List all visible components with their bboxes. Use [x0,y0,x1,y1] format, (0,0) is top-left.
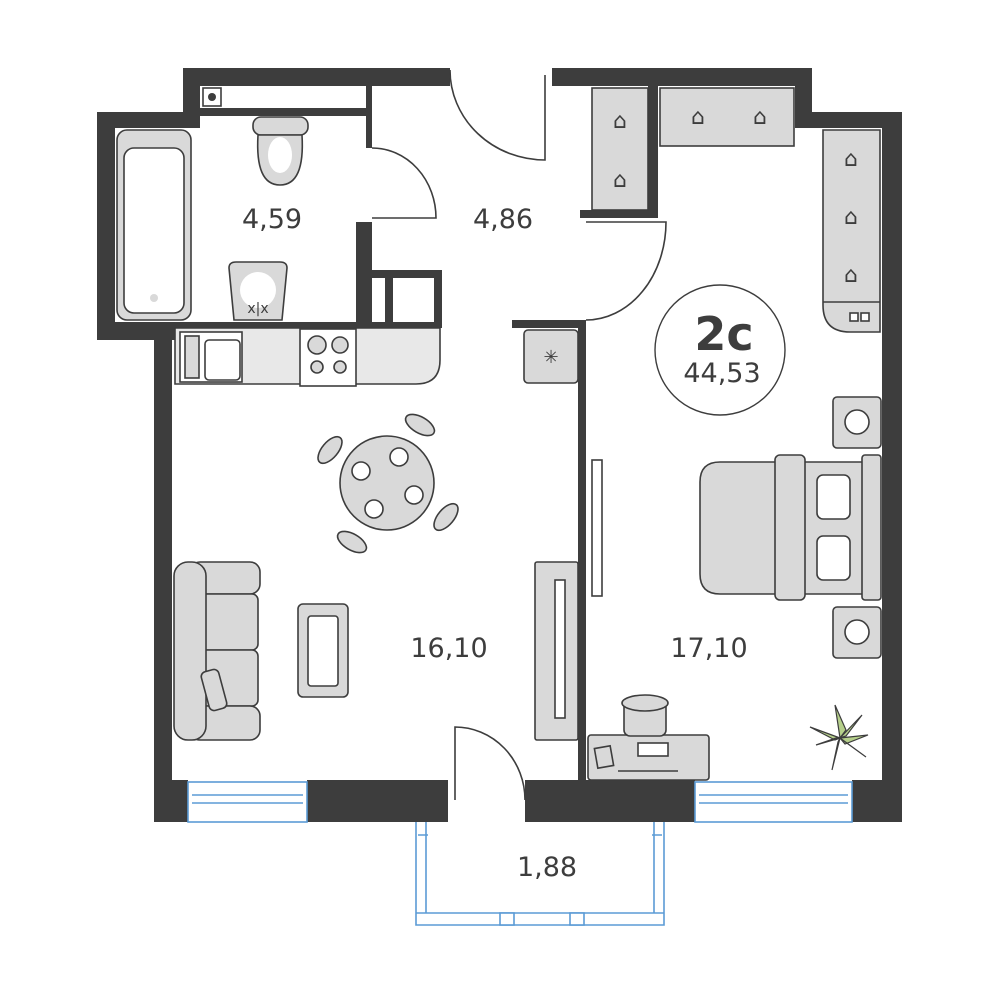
living-furniture [173,561,579,741]
apartment-badge: 2c 44,53 [654,284,786,416]
svg-text:✳: ✳ [543,347,558,368]
svg-text:x|x: x|x [247,301,268,317]
svg-text:⌂: ⌂ [691,105,705,130]
svg-text:⌂: ⌂ [844,263,858,288]
bedroom-furniture [587,396,882,781]
balcony [415,822,665,926]
plant-icon [809,704,869,771]
svg-text:⌂: ⌂ [613,109,627,134]
kitchen: ✳ [174,327,579,387]
doors[interactable] [371,69,667,801]
apartment-type: 2c [694,307,753,361]
living-area: 16,10 [410,633,487,664]
hallway-area: 4,86 [473,204,533,235]
bedroom-door [585,221,667,321]
svg-text:⌂: ⌂ [844,147,858,172]
bathroom-fixtures: x|x [116,87,309,321]
wardrobes: ⌂ ⌂ ⌂ ⌂ ⌂ ⌂ ⌂ [591,87,881,333]
svg-text:⌂: ⌂ [753,105,767,130]
bathroom-door [371,147,437,219]
windows [187,781,853,823]
entry-door [449,69,546,161]
bedroom-area: 17,10 [670,633,747,664]
walls [97,68,902,822]
balcony-area: 1,88 [517,852,577,883]
svg-text:⌂: ⌂ [844,205,858,230]
svg-text:⌂: ⌂ [613,168,627,193]
total-area: 44,53 [683,358,760,389]
bathroom-area: 4,59 [242,204,302,235]
dining-table [317,413,459,554]
balcony-door [454,726,526,801]
